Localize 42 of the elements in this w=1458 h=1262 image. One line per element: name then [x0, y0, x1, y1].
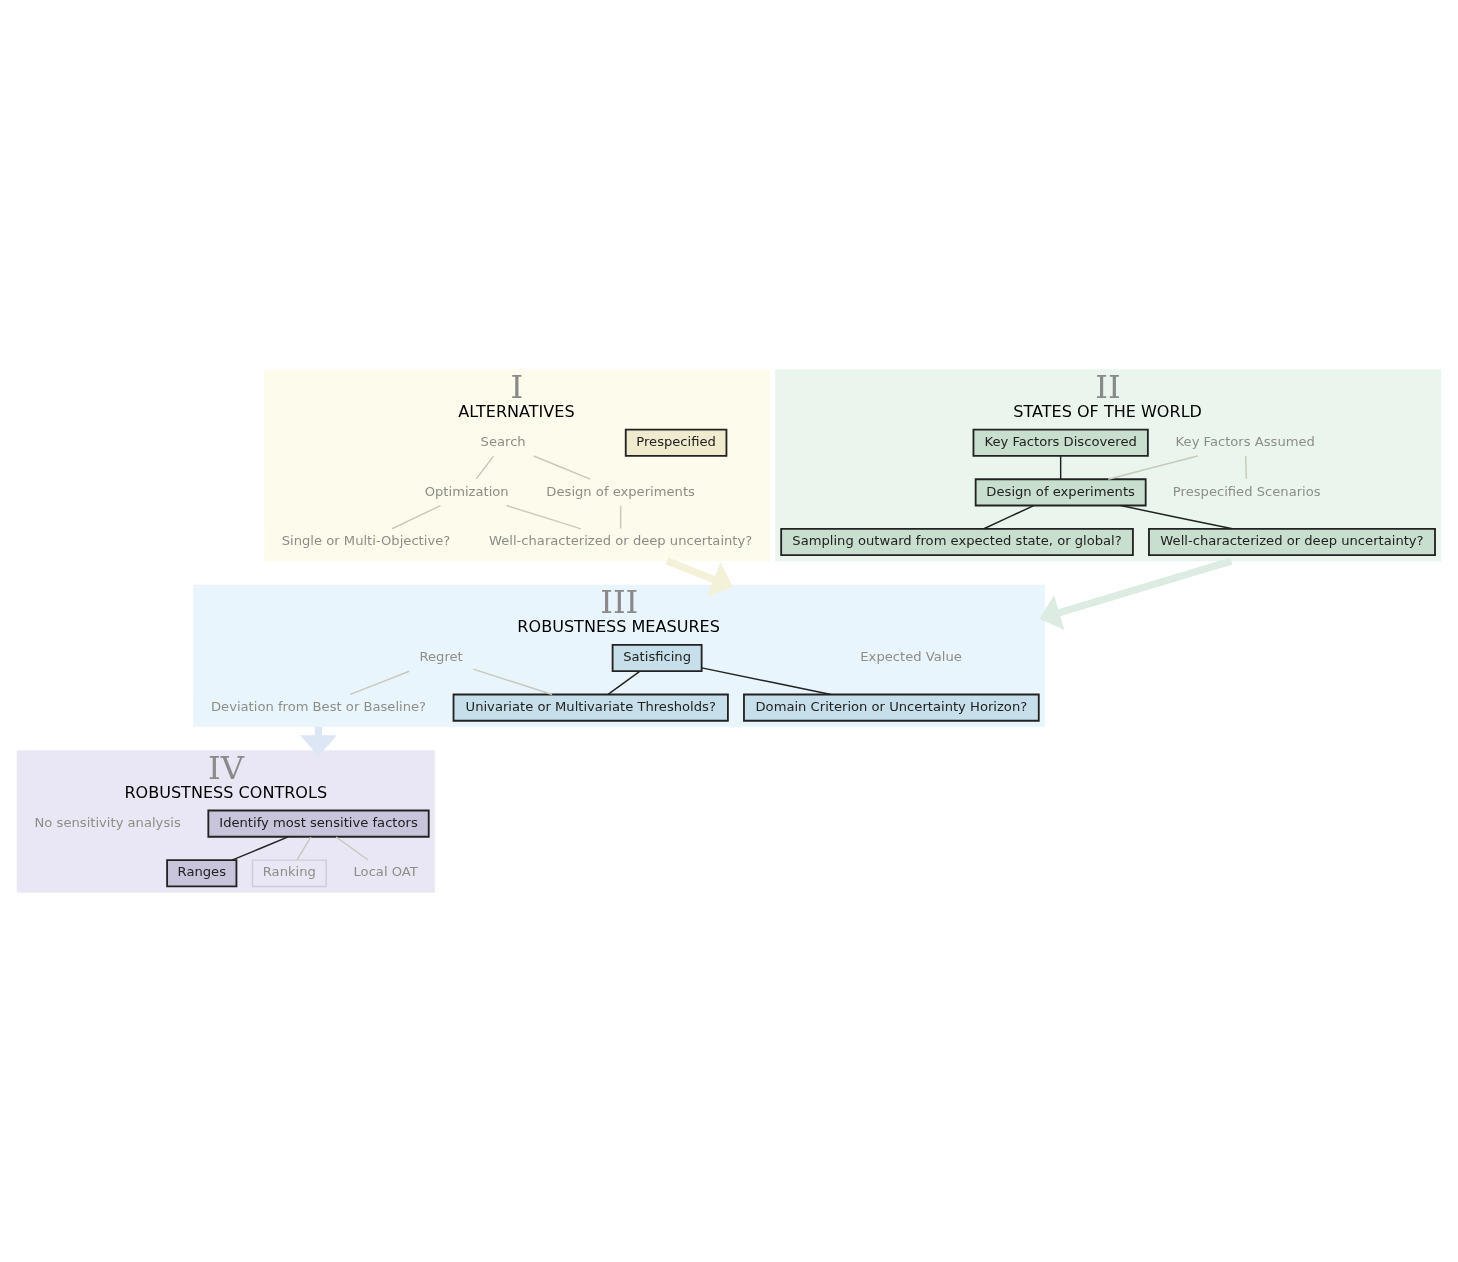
- arrow: [665, 557, 734, 597]
- node-box: Identify most sensitive factors: [207, 809, 430, 838]
- node-text: Design of experiments: [546, 483, 695, 499]
- node-text: Regret: [419, 649, 463, 665]
- node-text: Well-characterized or deep uncertainty?: [489, 533, 753, 549]
- connector: [1244, 455, 1248, 480]
- arrow: [1039, 557, 1233, 631]
- node-text: Optimization: [424, 483, 509, 499]
- node-box: Ranking: [251, 859, 327, 888]
- connector: [983, 504, 1035, 530]
- node-text: Expected Value: [860, 649, 962, 665]
- node-box: Domain Criterion or Uncertainty Horizon?: [743, 693, 1040, 722]
- connector: [296, 836, 312, 861]
- node-text: No sensitivity analysis: [34, 814, 181, 830]
- node-box: Satisficing: [611, 643, 703, 673]
- node-box: Univariate or Multivariate Thresholds?: [452, 693, 729, 722]
- node-box: Design of experiments: [974, 478, 1147, 507]
- node-box: Key Factors Discovered: [972, 428, 1149, 457]
- node-text: Single or Multi-Objective?: [281, 533, 451, 549]
- connector: [1119, 504, 1234, 530]
- connector: [701, 667, 832, 696]
- connector: [349, 670, 410, 696]
- node-text: Deviation from Best or Baseline?: [210, 698, 427, 714]
- node-text: Key Factors Assumed: [1175, 433, 1315, 449]
- connector: [1059, 455, 1062, 480]
- connector: [533, 455, 591, 480]
- node-text: Search: [480, 433, 526, 449]
- connector: [475, 455, 495, 480]
- connector: [607, 670, 641, 696]
- node-text: Local OAT: [353, 864, 418, 880]
- connector: [619, 505, 622, 530]
- node-box: Well-characterized or deep uncertainty?: [1148, 527, 1436, 556]
- node-box: Sampling outward from expected state, or global?: [780, 527, 1134, 556]
- connector: [391, 504, 442, 530]
- connector: [472, 668, 553, 696]
- node-box: Prespecified: [624, 428, 728, 457]
- node-box: Ranges: [166, 859, 238, 888]
- connector: [231, 836, 289, 861]
- node-text: Prespecified Scenarios: [1172, 483, 1321, 499]
- connector: [505, 504, 582, 530]
- connector: [335, 836, 369, 861]
- connector: [1107, 455, 1199, 480]
